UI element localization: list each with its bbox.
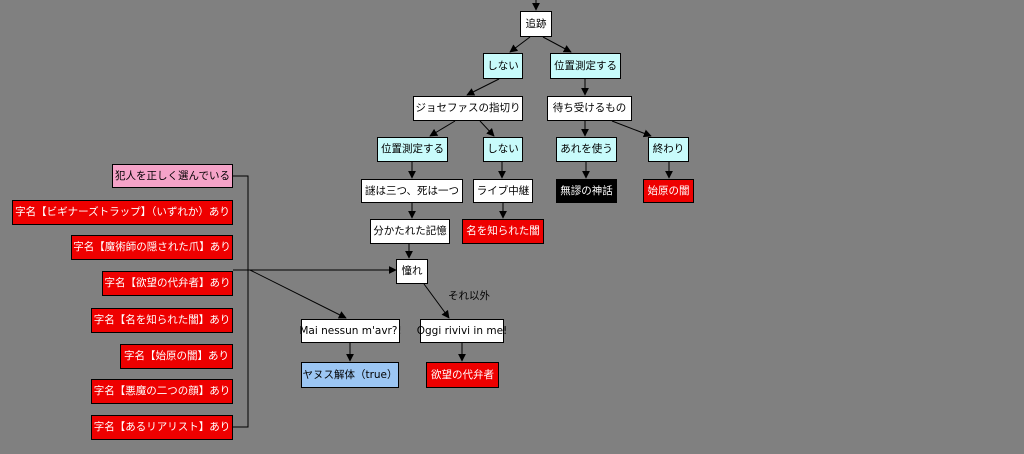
node-mai-nessun: Mai nessun m'avr?! — [299, 319, 402, 343]
node-tsuiseki: 追跡 — [520, 11, 552, 37]
node-aza-1: 字名【ビギナーズトラップ】（いずれか）あり — [12, 200, 233, 225]
node-machiukeru: 待ち受けるもの — [547, 96, 632, 121]
edge-shinai-josephus — [466, 78, 500, 96]
edge-josephus-shinai2 — [479, 120, 495, 137]
edge-machiukeru-owari — [611, 120, 652, 138]
edge-condition-bracket — [233, 175, 250, 428]
node-hannin: 犯人を正しく選んでいる — [112, 164, 233, 188]
edge-tsuiseki-shinai — [509, 36, 531, 53]
edge-josephus-ichisokutei2 — [429, 120, 456, 137]
node-na-shirareta: 名を知られた闇 — [462, 219, 544, 244]
node-mubyu: 無謬の神話 — [556, 179, 617, 203]
node-aza-7: 字名【あるリアリスト】あり — [91, 415, 233, 440]
node-nazo: 謎は三つ、死は一つ — [361, 179, 463, 203]
edge-hub-mainessun — [249, 269, 347, 319]
node-josephus: ジョセファスの指切り — [413, 96, 523, 121]
node-oggi: Oggi rivivi in me! — [417, 319, 507, 343]
node-are-tsukau: あれを使う — [556, 137, 617, 162]
node-shigen-1: 始原の闇 — [643, 179, 694, 203]
node-aza-5: 字名【始原の闇】あり — [120, 344, 233, 369]
node-wakareta: 分かたれた記憶 — [370, 219, 450, 244]
node-shinai-1: しない — [483, 53, 523, 79]
node-live: ライブ中継 — [473, 179, 533, 203]
node-aza-4: 字名【名を知られた闇】あり — [91, 308, 233, 333]
node-aza-3: 字名【欲望の代弁者】あり — [102, 271, 233, 296]
edge-akogare-oggi — [423, 283, 450, 319]
node-yokubou: 欲望の代弁者 — [426, 362, 499, 388]
node-ichi-sokutei-1: 位置測定する — [550, 53, 621, 79]
node-aza-2: 字名【魔術師の隠された爪】あり — [71, 235, 233, 260]
node-ichi-sokutei-2: 位置測定する — [377, 137, 448, 162]
edge-label-sore-igai: それ以外 — [448, 290, 490, 302]
edge-tsuiseki-ichisokutei — [542, 36, 572, 53]
node-yanusu: ヤヌス解体（true） — [301, 362, 399, 388]
node-aza-6: 字名【悪魔の二つの顔】あり — [91, 379, 233, 404]
node-akogare: 憧れ — [396, 259, 428, 284]
node-shinai-2: しない — [483, 137, 523, 162]
node-owari: 終わり — [648, 137, 689, 162]
